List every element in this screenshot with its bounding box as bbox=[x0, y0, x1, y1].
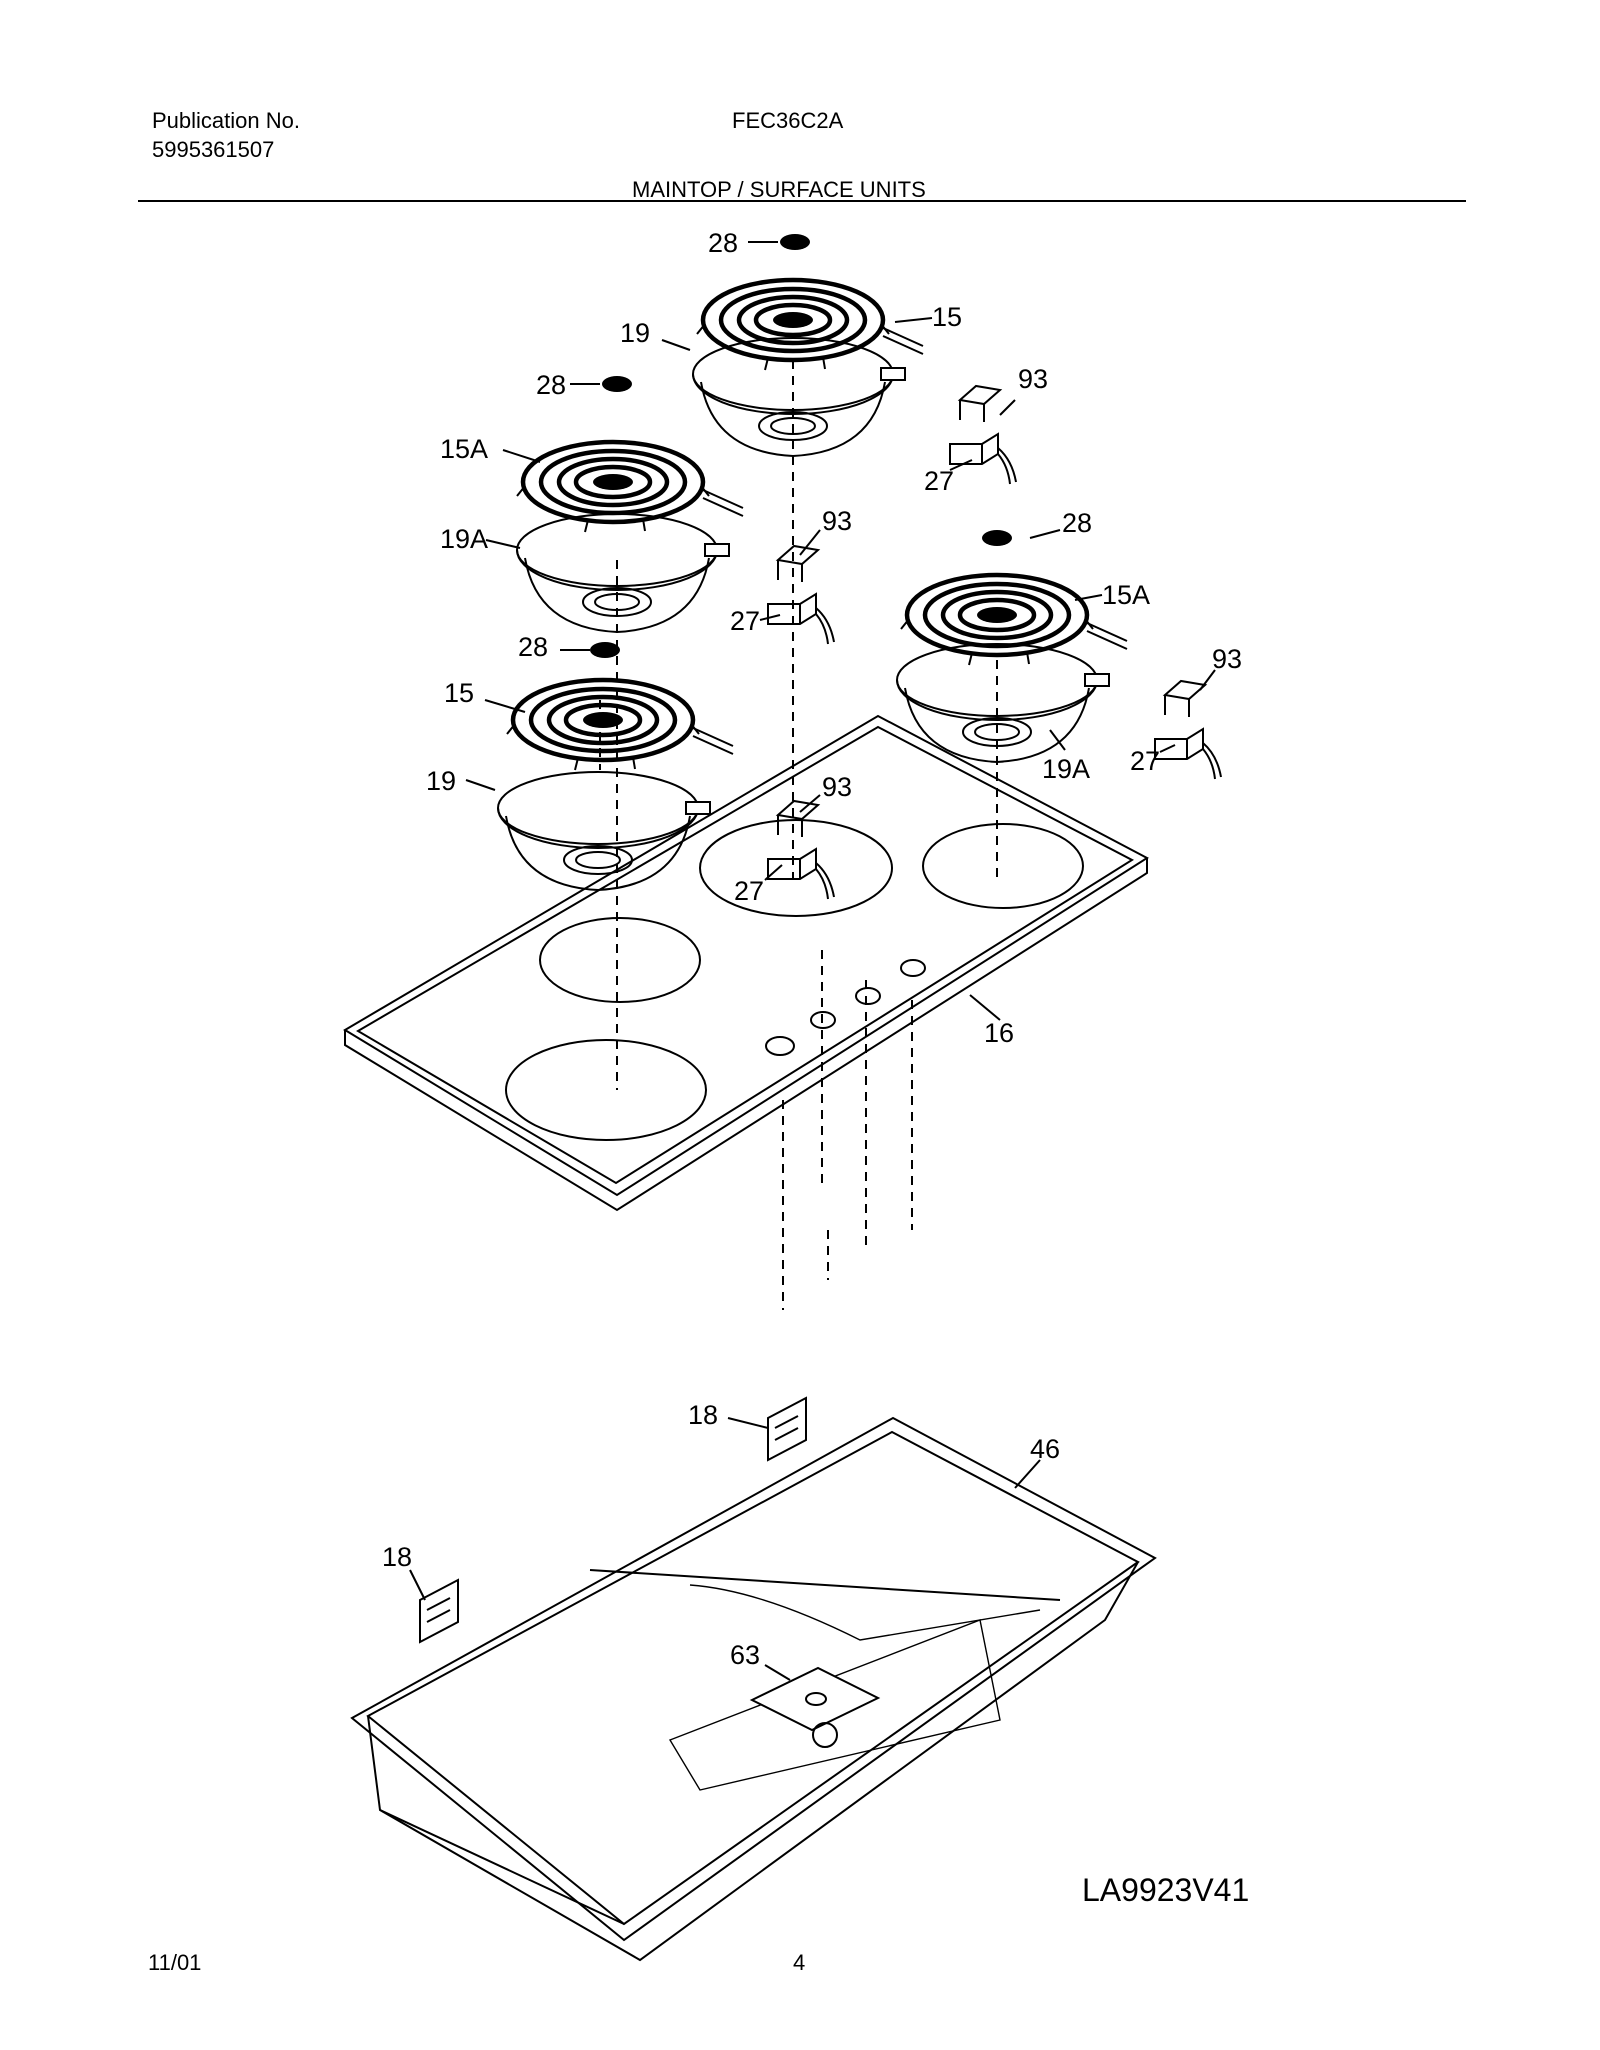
bracket-left bbox=[419, 1578, 459, 1644]
header-rule bbox=[138, 200, 1466, 202]
publication-label: Publication No. bbox=[152, 108, 300, 133]
callout-27-top: 27 bbox=[924, 466, 954, 496]
callout-15a-left: 15A bbox=[440, 434, 488, 464]
callout-15-lower: 15 bbox=[444, 678, 474, 708]
callout-18-left: 18 bbox=[382, 1542, 412, 1572]
section-title: MAINTOP / SURFACE UNITS bbox=[632, 177, 926, 202]
callout-28-lower: 28 bbox=[518, 632, 548, 662]
callout-27-mid: 27 bbox=[730, 606, 760, 636]
callout-15a-right: 15A bbox=[1102, 580, 1150, 610]
callout-93-lower: 93 bbox=[822, 772, 852, 802]
footer-date: 11/01 bbox=[148, 1950, 202, 1975]
callout-27-lower: 27 bbox=[734, 876, 764, 906]
callout-15-top: 15 bbox=[932, 302, 962, 332]
callout-93-right: 93 bbox=[1212, 644, 1242, 674]
bracket-top bbox=[767, 1396, 807, 1462]
model-number: FEC36C2A bbox=[732, 108, 844, 133]
callout-19a-left: 19A bbox=[440, 524, 488, 554]
callout-16: 16 bbox=[984, 1018, 1014, 1048]
callout-93-mid: 93 bbox=[822, 506, 852, 536]
callout-19-top: 19 bbox=[620, 318, 650, 348]
publication-number: 5995361507 bbox=[152, 137, 275, 162]
page-number: 4 bbox=[793, 1950, 806, 1975]
callout-28-top: 28 bbox=[708, 228, 738, 258]
diagram-code: LA9923V41 bbox=[1082, 1872, 1250, 1908]
callout-63: 63 bbox=[730, 1640, 760, 1670]
callout-28-right: 28 bbox=[1062, 508, 1092, 538]
callout-19a-right: 19A bbox=[1042, 754, 1090, 784]
main-top-outline bbox=[343, 714, 1149, 1212]
callout-46: 46 bbox=[1030, 1434, 1060, 1464]
callout-27-right: 27 bbox=[1130, 746, 1160, 776]
callout-93-top: 93 bbox=[1018, 364, 1048, 394]
callout-28-left: 28 bbox=[536, 370, 566, 400]
lower-pan-outline bbox=[350, 1416, 1157, 1962]
callout-19-lower: 19 bbox=[426, 766, 456, 796]
callout-18-top: 18 bbox=[688, 1400, 718, 1430]
